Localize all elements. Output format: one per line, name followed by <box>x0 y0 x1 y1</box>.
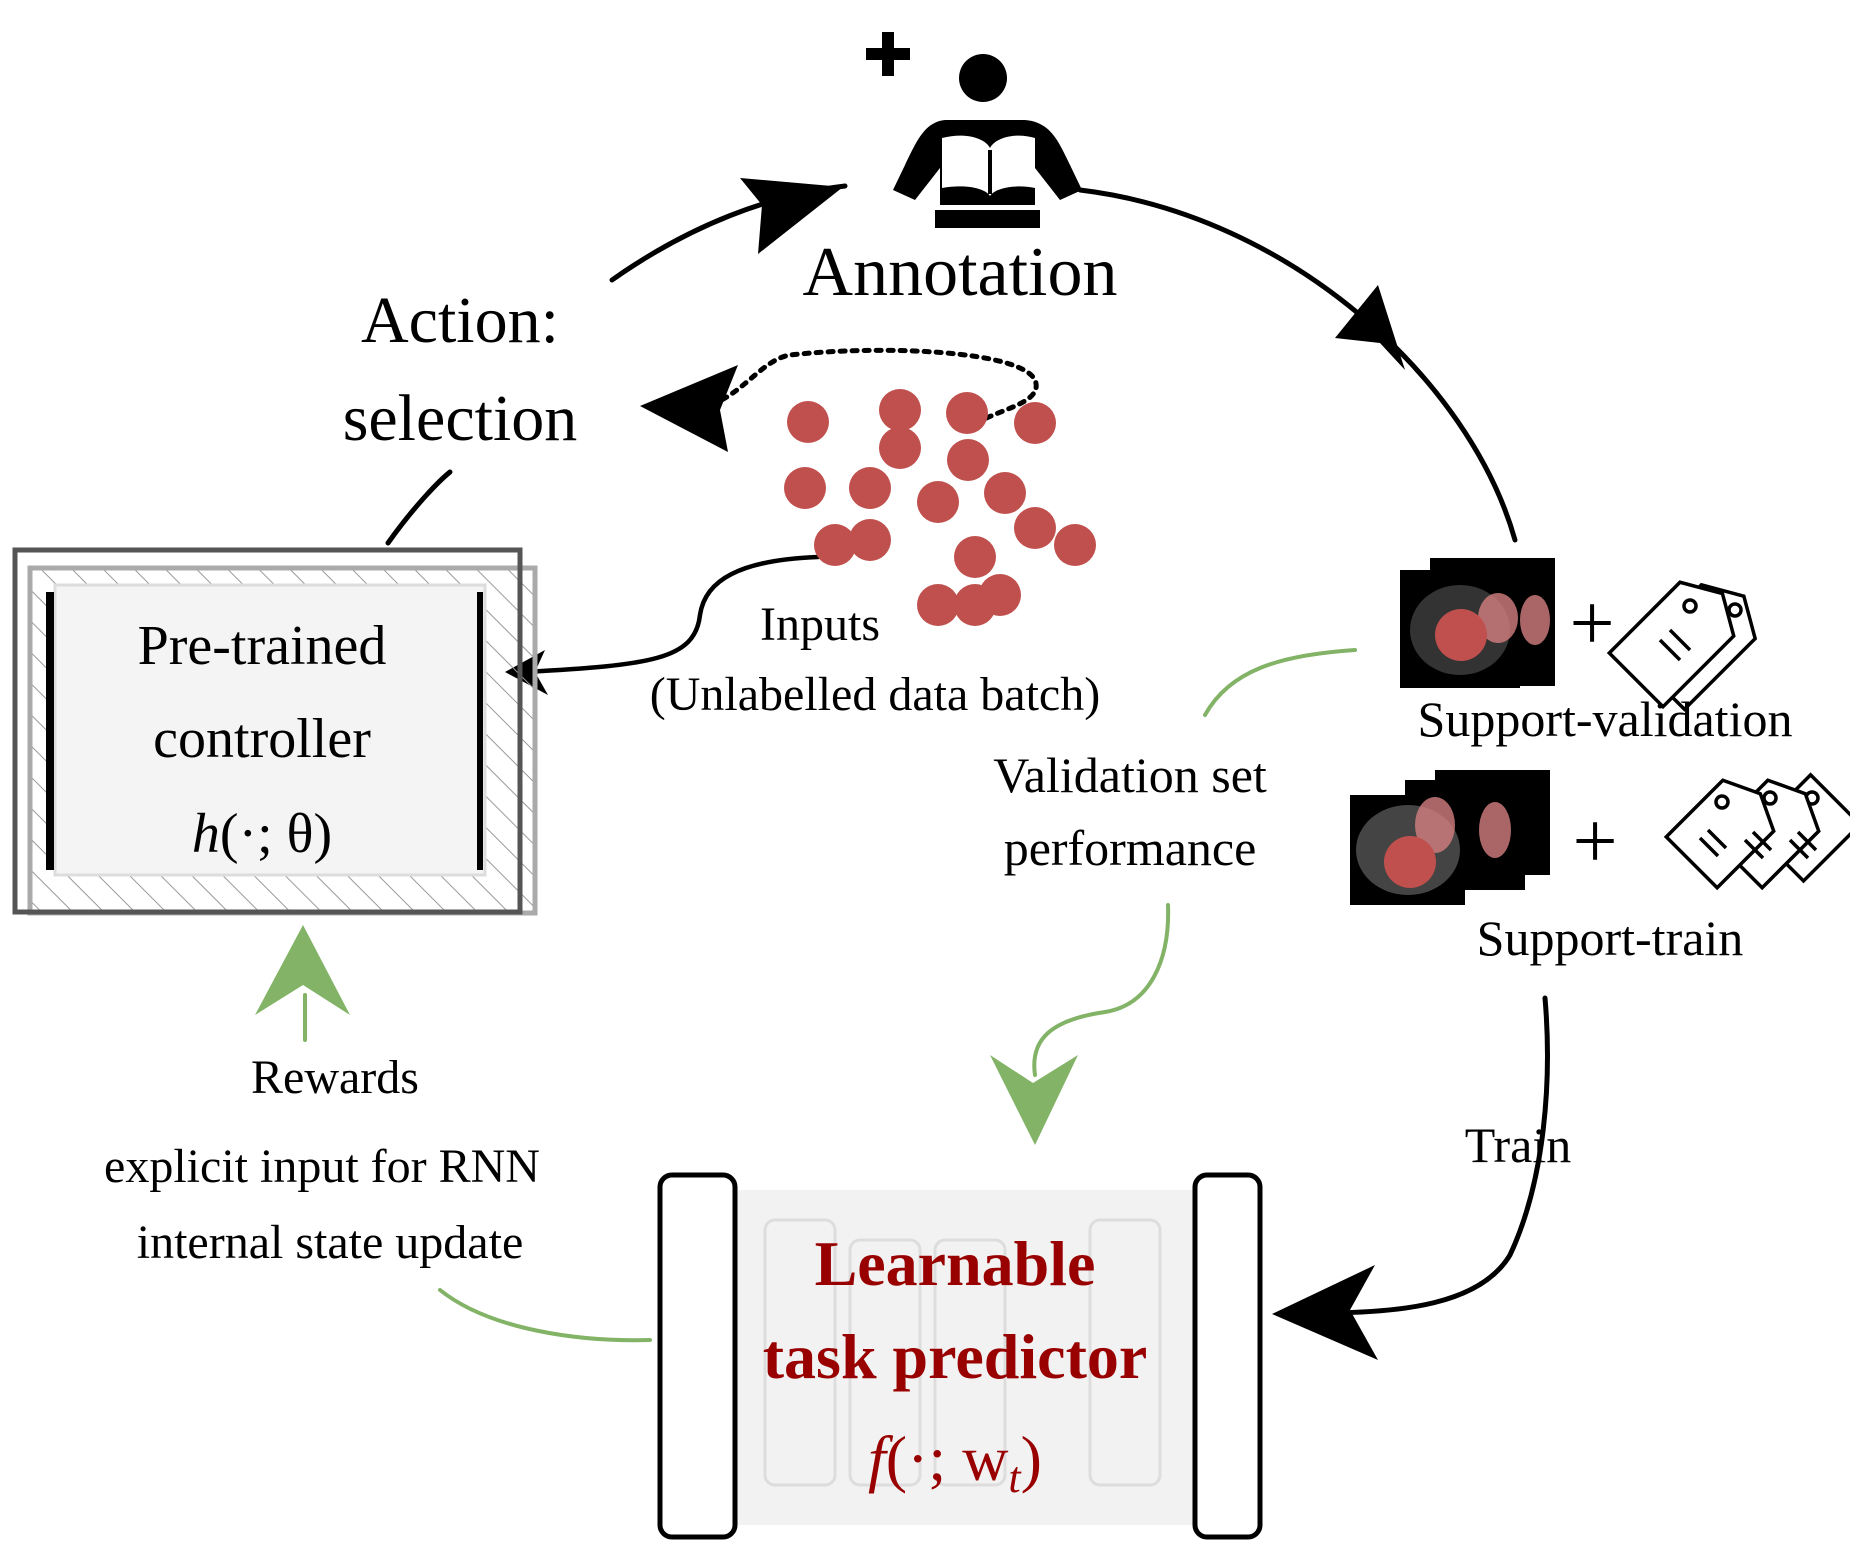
data-point <box>814 524 856 566</box>
ct-scan-icon <box>1350 770 1550 905</box>
rewards-label: Rewards <box>251 1051 419 1104</box>
inputs-to-controller <box>522 554 821 675</box>
plus-validation: + <box>1569 580 1614 668</box>
predictor-fn: f(·; wt) <box>868 1423 1042 1502</box>
support-train-label: Support-train <box>1477 910 1744 966</box>
data-point <box>917 584 959 626</box>
predictor-fn-close: ) <box>1021 1423 1042 1494</box>
data-point <box>879 427 921 469</box>
data-point <box>984 472 1026 514</box>
arc-support-to-predictor <box>1317 995 1550 1316</box>
data-point <box>1054 524 1096 566</box>
data-point <box>947 439 989 481</box>
controller-box <box>12 547 538 916</box>
predictor-fn-args: (·; w <box>886 1423 1009 1494</box>
controller-label-line1: Pre-trained <box>138 615 387 677</box>
action-label-line2: selection <box>343 382 578 455</box>
green-curve-performance <box>1032 903 1171 1077</box>
rewards-desc-line2: internal state update <box>137 1216 524 1269</box>
arrowhead-right <box>1335 285 1405 370</box>
annotation-label: Annotation <box>803 234 1118 311</box>
data-point <box>979 574 1021 616</box>
green-curve-validation <box>1203 648 1357 717</box>
arrowhead-train <box>1272 1265 1378 1360</box>
data-point <box>954 536 996 578</box>
rewards-desc-line1: explicit input for RNN <box>104 1140 540 1193</box>
controller-fn-args: (·; θ) <box>220 803 332 865</box>
data-point <box>946 392 988 434</box>
predictor-label-line1: Learnable <box>815 1228 1096 1299</box>
tag-icon <box>1663 772 1850 891</box>
arc-controller-to-action <box>385 469 453 546</box>
data-points <box>784 389 1096 626</box>
action-label-line1: Action: <box>361 284 559 357</box>
predictor-label-line2: task predictor <box>763 1321 1148 1392</box>
green-arrowheads <box>255 925 1078 1145</box>
support-validation-label: Support-validation <box>1418 691 1793 747</box>
plus-train: + <box>1572 798 1617 886</box>
predictor-fn-sub: t <box>1008 1453 1022 1502</box>
data-point <box>787 401 829 443</box>
cycle-arrows <box>385 183 1550 1316</box>
green-head-predictor <box>990 1055 1078 1145</box>
data-point <box>917 481 959 523</box>
controller-fn-h: h <box>192 803 220 865</box>
tag-icon <box>1606 580 1758 712</box>
green-curve-rewards <box>438 1288 652 1343</box>
validation-label-line1: Validation set <box>993 747 1267 803</box>
dotted-selection <box>697 347 1039 431</box>
data-point <box>1014 402 1056 444</box>
data-point <box>849 519 891 561</box>
controller-label-line2: controller <box>153 708 371 770</box>
book-outline <box>988 150 992 194</box>
data-point <box>879 389 921 431</box>
train-label: Train <box>1465 1117 1572 1173</box>
annotator-icon <box>866 32 1082 228</box>
ct-scan-icon <box>1400 558 1555 688</box>
data-point <box>784 467 826 509</box>
data-point <box>849 467 891 509</box>
controller-fn: h(·; θ) <box>192 803 332 865</box>
data-point <box>1014 507 1056 549</box>
green-head-controller <box>255 925 350 1015</box>
green-arrows <box>303 648 1357 1343</box>
arrowhead-top <box>740 178 843 254</box>
validation-label-line2: performance <box>1004 820 1257 876</box>
arrowhead-action <box>640 365 738 452</box>
arc-annotation-to-support <box>1077 187 1518 543</box>
predictor-box <box>657 1172 1263 1540</box>
inputs-label-line1: Inputs <box>760 598 880 651</box>
text-labels: Annotation Action: selection Inputs (Unl… <box>104 234 1792 1502</box>
inputs-label-line2: (Unlabelled data batch) <box>650 668 1100 721</box>
